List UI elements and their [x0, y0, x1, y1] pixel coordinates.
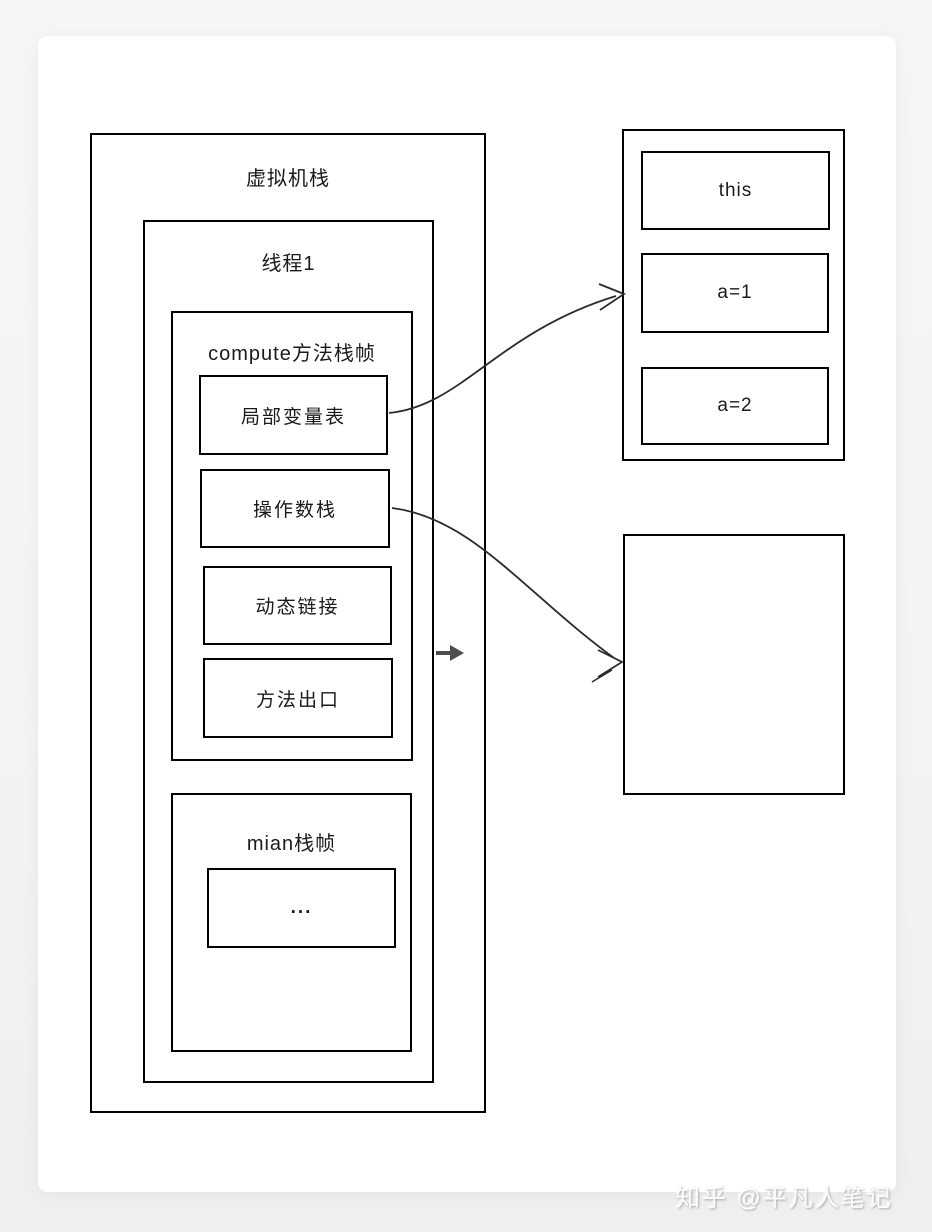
method-exit-box: 方法出口 [203, 658, 393, 738]
operand-stack-box: 操作数栈 [200, 469, 390, 548]
main-frame-dots-box: ... [207, 868, 396, 948]
a1-box: a=1 [641, 253, 829, 333]
dynamic-link-box: 动态链接 [203, 566, 392, 645]
watermark: 知乎 @平凡人笔记 [676, 1185, 894, 1212]
heap-empty-box [623, 534, 845, 795]
compute-frame-label: compute方法栈帧 [208, 343, 376, 365]
local-variable-table-label: 局部变量表 [240, 406, 346, 428]
main-frame-label: mian栈帧 [246, 833, 337, 855]
a2-box: a=2 [641, 367, 829, 445]
main-frame-dots: ... [290, 897, 313, 918]
method-exit-label: 方法出口 [255, 689, 340, 711]
vm-stack-label: 虚拟机栈 [246, 168, 330, 190]
dynamic-link-label: 动态链接 [255, 597, 340, 618]
operand-stack-label: 操作数栈 [252, 500, 337, 521]
local-variable-table-box: 局部变量表 [199, 375, 388, 455]
thread1-label: 线程1 [261, 253, 316, 275]
this-box: this [641, 151, 830, 230]
this-label: this [718, 179, 753, 201]
main-frame-box: mian栈帧 [171, 793, 412, 1052]
a1-label: a=1 [717, 282, 753, 303]
a2-label: a=2 [717, 395, 753, 416]
